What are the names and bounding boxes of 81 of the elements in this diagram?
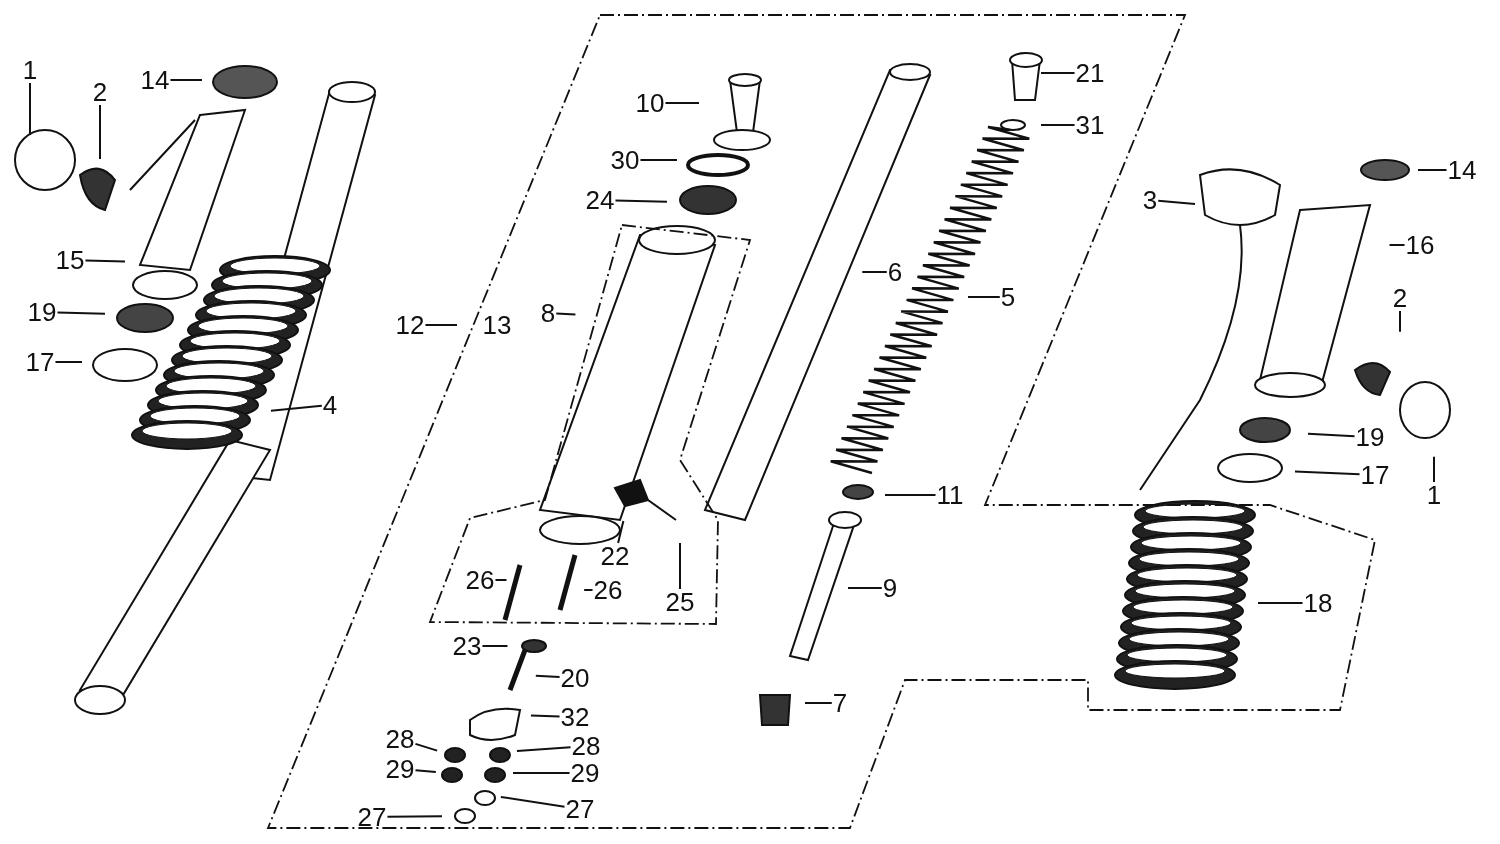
callout-number: 2 — [91, 79, 109, 105]
callout-number: 24 — [584, 187, 616, 213]
leader-line — [1157, 199, 1197, 205]
leader-line — [424, 324, 458, 326]
callout-number: 30 — [609, 147, 641, 173]
leader-line — [583, 589, 594, 591]
leader-line — [494, 579, 508, 581]
callout-number: 10 — [634, 90, 666, 116]
callout-number: 19 — [1354, 424, 1386, 450]
callout-number: 9 — [881, 575, 899, 601]
leader-line — [534, 674, 561, 679]
leader-line — [1399, 310, 1401, 333]
callout-number: 28 — [384, 726, 416, 752]
leader-line — [414, 742, 439, 752]
callout-number: 11 — [935, 482, 965, 508]
leader-line — [481, 645, 509, 647]
leader-line — [1040, 124, 1076, 126]
leader-line — [679, 542, 681, 590]
callout-number: 18 — [1302, 590, 1334, 616]
callout-number: 12 — [394, 312, 426, 338]
callout-number: 26 — [464, 567, 496, 593]
callout-number: 29 — [384, 756, 416, 782]
leader-line — [1040, 72, 1076, 74]
leader-line — [515, 746, 572, 753]
leader-line — [386, 815, 443, 818]
callout-number: 31 — [1074, 112, 1106, 138]
leader-line — [617, 520, 625, 544]
callout-number: 17 — [1359, 462, 1391, 488]
leader-line — [530, 714, 561, 718]
leader-line — [555, 312, 577, 316]
leader-line — [614, 199, 668, 203]
callout-number: 25 — [664, 589, 696, 615]
callout-number: 27 — [564, 796, 596, 822]
leader-line — [639, 159, 678, 161]
callout-number: 14 — [1446, 157, 1478, 183]
leader-line — [1307, 432, 1356, 438]
leader-line — [1294, 470, 1361, 476]
callout-number: 1 — [21, 57, 39, 83]
callout-number: 16 — [1404, 232, 1436, 258]
leader-line — [664, 102, 700, 104]
leader-line — [1388, 244, 1406, 246]
callout-number: 5 — [999, 284, 1017, 310]
callout-number: 13 — [481, 312, 513, 338]
leader-line — [884, 494, 937, 496]
leader-line — [499, 795, 566, 808]
callout-number: 17 — [24, 349, 56, 375]
leader-line — [99, 104, 101, 160]
callout-number: 32 — [559, 704, 591, 730]
callout-number: 2 — [1391, 285, 1409, 311]
callout-number: 27 — [356, 804, 388, 830]
leader-line — [804, 702, 833, 704]
leader-line — [1257, 602, 1304, 604]
leader-line — [414, 769, 437, 774]
callout-number: 1 — [1425, 482, 1443, 508]
leader-line — [54, 361, 83, 363]
callout-number: 14 — [139, 67, 171, 93]
leader-line — [1433, 455, 1435, 483]
callout-number: 26 — [592, 577, 624, 603]
callout-number: 15 — [54, 247, 86, 273]
callout-number: 21 — [1074, 60, 1106, 86]
callout-number: 29 — [569, 760, 601, 786]
callout-number: 6 — [886, 259, 904, 285]
leader-line — [84, 259, 126, 263]
callout-number: 23 — [451, 633, 483, 659]
leader-line — [847, 587, 883, 589]
leader-line — [29, 82, 31, 136]
callout-number: 7 — [831, 690, 849, 716]
callout-number: 28 — [570, 733, 602, 759]
callout-number: 3 — [1141, 187, 1159, 213]
callout-number: 20 — [559, 665, 591, 691]
callout-number: 22 — [599, 543, 631, 569]
callout-number: 19 — [26, 299, 58, 325]
leader-line — [56, 311, 106, 315]
leader-line — [269, 404, 323, 412]
leader-line — [861, 271, 888, 273]
leader-line — [967, 296, 1001, 298]
callout-number: 4 — [321, 392, 339, 418]
leader-line — [1417, 169, 1448, 171]
callout-number: 8 — [539, 300, 557, 326]
leader-line — [512, 772, 571, 774]
leader-line — [169, 79, 203, 81]
